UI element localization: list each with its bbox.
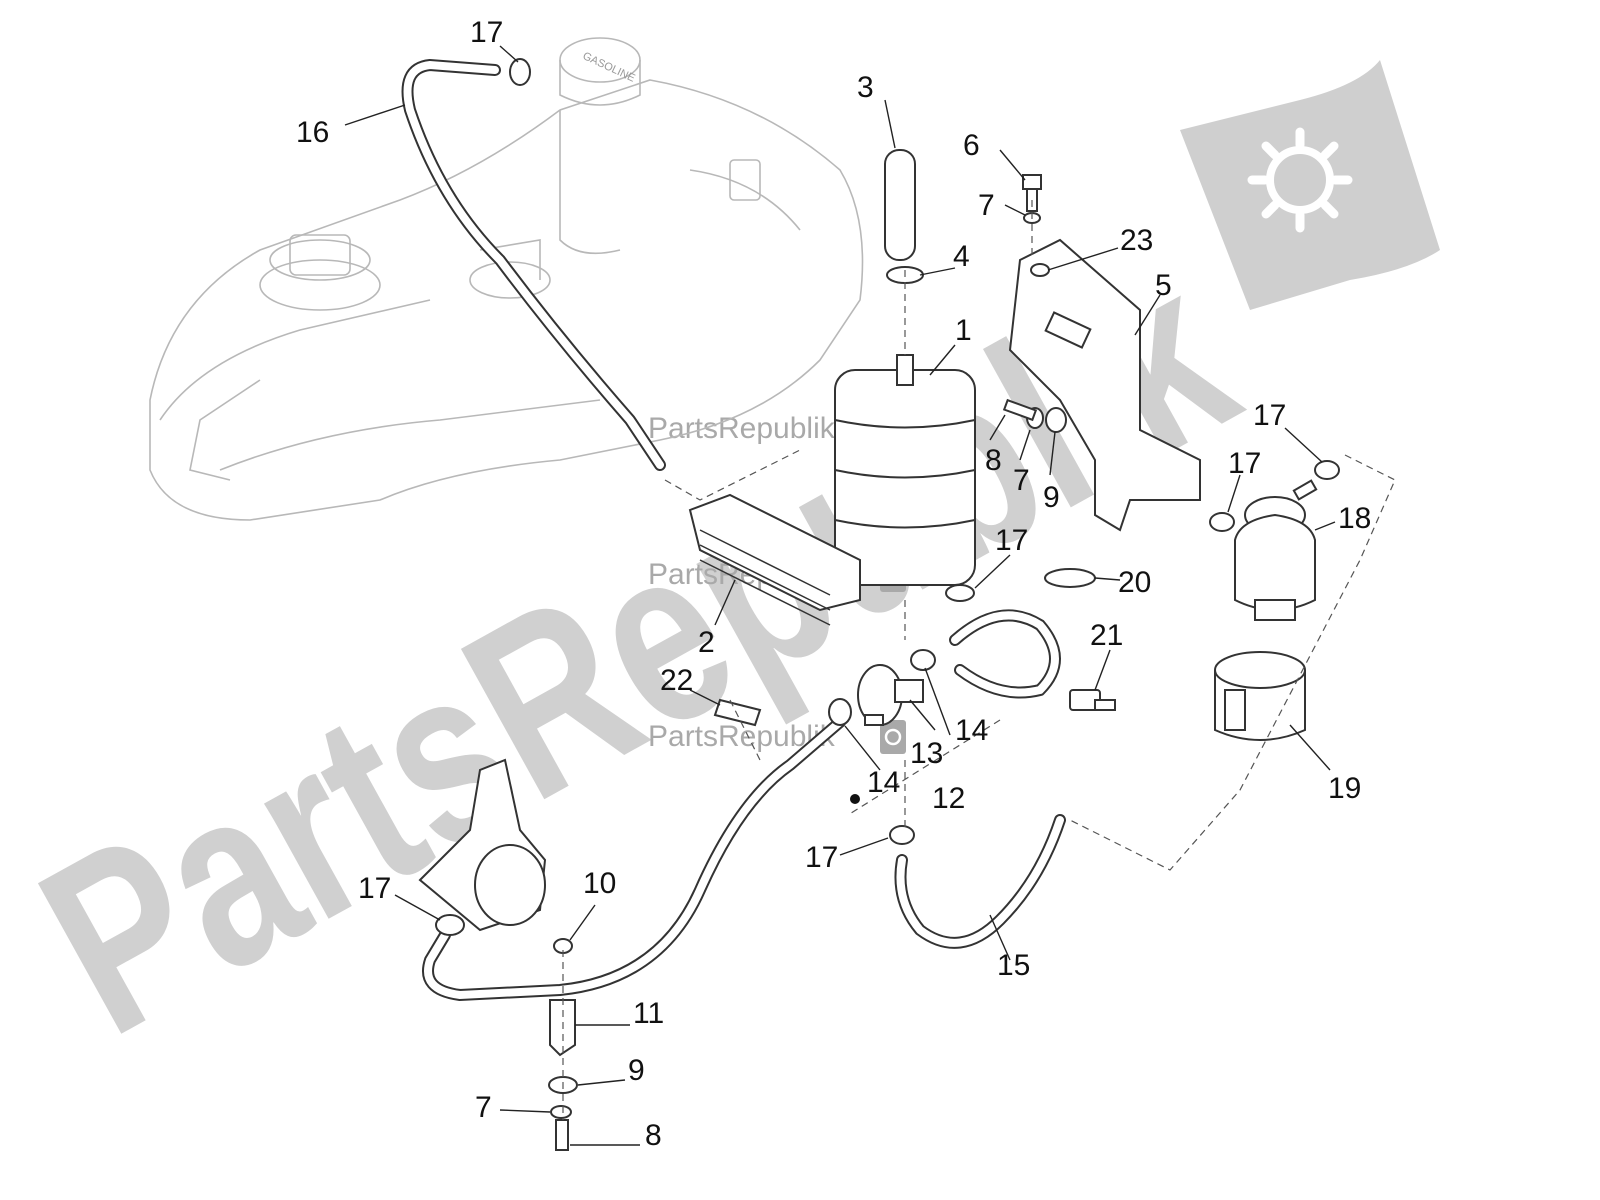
nut-23 [1030, 263, 1050, 277]
callout-17: 17 [805, 841, 838, 874]
clamp-17-canister [945, 584, 975, 602]
clamp-14-a [910, 649, 936, 671]
callout-5: 5 [1155, 269, 1172, 302]
callout-8: 8 [645, 1119, 662, 1152]
valve-13 [857, 664, 924, 726]
assembly-dot [850, 794, 860, 804]
callout-18: 18 [1338, 502, 1371, 535]
callout-17: 17 [470, 16, 503, 49]
callout-15: 15 [997, 949, 1030, 982]
fuel-cap-text: GASOLINE [581, 50, 637, 85]
sensor-21 [1069, 689, 1116, 711]
callout-labels: 17 16 3 6 7 23 4 5 1 8 7 9 17 17 18 17 2… [296, 16, 1371, 1152]
callout-1: 1 [955, 314, 972, 347]
callout-21: 21 [1090, 619, 1123, 652]
bolt-8-bottom [555, 1119, 569, 1151]
callout-6: 6 [963, 129, 980, 162]
callout-17: 17 [1228, 447, 1261, 480]
clamp-17-top [509, 58, 531, 86]
leader-lines [344, 45, 1336, 1146]
callout-7: 7 [978, 189, 995, 222]
callout-22: 22 [660, 664, 693, 697]
washer-7-bottom [550, 1105, 572, 1119]
hose-3 [884, 149, 916, 261]
callout-17: 17 [1253, 399, 1286, 432]
callout-7: 7 [475, 1091, 492, 1124]
callout-8: 8 [985, 444, 1002, 477]
callout-16: 16 [296, 116, 329, 149]
callout-9: 9 [1043, 481, 1060, 514]
callout-13: 13 [910, 737, 943, 770]
callout-17: 17 [358, 872, 391, 905]
callout-7: 7 [1013, 464, 1030, 497]
callout-14: 14 [867, 766, 900, 799]
watermark: PartsRepublik PartsRepublik PartsRepu [0, 60, 1440, 1086]
throttle-body [418, 758, 547, 932]
svg-text:PartsRepublik: PartsRepublik [648, 412, 836, 445]
callout-9: 9 [628, 1054, 645, 1087]
filter-18 [1234, 479, 1318, 621]
bracket-5 [1008, 238, 1201, 532]
callout-3: 3 [857, 71, 874, 104]
group-lines [562, 200, 1396, 1120]
hoses [401, 58, 1066, 1002]
callout-12: 12 [932, 782, 965, 815]
callout-2: 2 [698, 626, 715, 659]
clamp-20 [1044, 568, 1096, 588]
callout-4: 4 [953, 240, 970, 273]
parts [418, 58, 1340, 1151]
clamp-17-right-b [1209, 512, 1235, 532]
callout-23: 23 [1120, 224, 1153, 257]
callout-20: 20 [1118, 566, 1151, 599]
clamp-17-throttle [435, 914, 465, 936]
clamp-14-b [828, 698, 852, 726]
gear-flag-icon [1180, 60, 1440, 310]
clip-2 [688, 493, 861, 626]
clamp-17-right-a [1314, 460, 1340, 480]
holder-19 [1214, 651, 1306, 741]
washer-9-mid [1045, 407, 1067, 433]
bolt-8-mid [1002, 398, 1038, 422]
callout-14: 14 [955, 714, 988, 747]
callout-11: 11 [633, 997, 664, 1030]
callout-10: 10 [583, 867, 616, 900]
carbon-canister [834, 354, 976, 586]
callout-17: 17 [995, 524, 1028, 557]
part-22 [713, 698, 762, 727]
callout-19: 19 [1328, 772, 1361, 805]
clamp-17-hose15 [889, 825, 915, 845]
